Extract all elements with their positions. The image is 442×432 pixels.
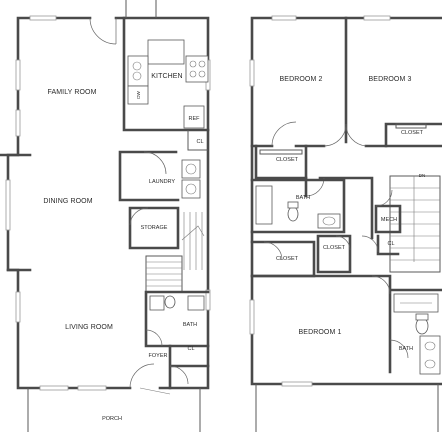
center-closet-label: CLOSET [323, 245, 346, 251]
second-floor-plan: BEDROOM 2 BEDROOM 3 CLOSET CLOSET DN BAT… [249, 15, 442, 432]
master-bath-label: BATH [399, 346, 413, 352]
second-floor-stair [389, 175, 441, 273]
storage-label: STORAGE [141, 225, 168, 231]
bedroom-2-label: BEDROOM 2 [280, 76, 323, 83]
foyer-label: FOYER [149, 353, 168, 359]
mech-label: MECH [381, 217, 397, 223]
porch-label: PORCH [102, 416, 122, 422]
kitchen-label: KITCHEN [151, 73, 182, 80]
bedroom-3-label: BEDROOM 3 [369, 76, 412, 83]
bedroom-2-closet-label: CLOSET [276, 157, 299, 163]
bedroom-1-label: BEDROOM 1 [299, 329, 342, 336]
refrigerator-label: REF [189, 116, 201, 122]
first-floor-plan: FAMILY ROOM KITCHEN DW REF CL LAUNDRY DI… [0, 0, 211, 432]
first-floor-stair [145, 212, 205, 293]
family-room-label: FAMILY ROOM [47, 89, 96, 96]
foyer-closet-label: CL [187, 346, 194, 352]
bedroom-3-closet-label: CLOSET [401, 130, 424, 136]
living-room-label: LIVING ROOM [65, 324, 113, 331]
upper-cl-label: CL [387, 241, 394, 247]
upper-bath-label: BATH [296, 195, 310, 201]
dining-room-label: DINING ROOM [43, 198, 92, 205]
lower-closet-label: CLOSET [276, 256, 299, 262]
laundry-label: LAUNDRY [149, 179, 176, 185]
stair-down-label: DN [419, 173, 426, 178]
half-bath-label: BATH [183, 322, 197, 328]
dishwasher-label: DW [136, 91, 141, 99]
kitchen-closet-label: CL [196, 139, 203, 145]
